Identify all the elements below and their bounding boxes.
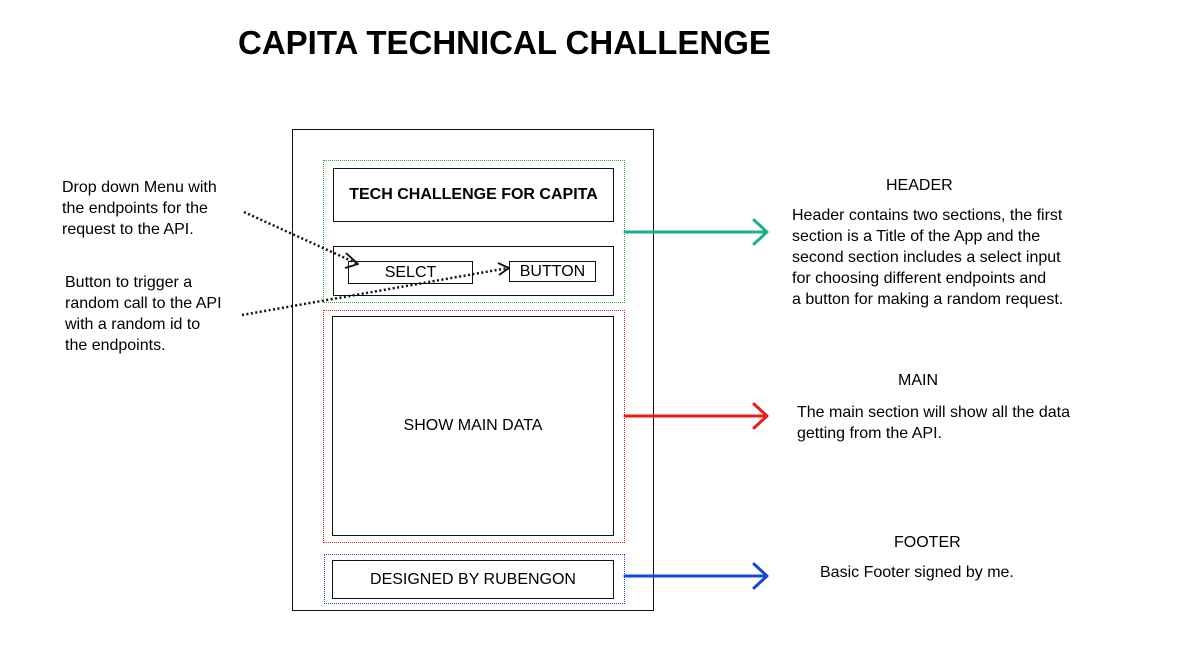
button-note-line: with a random id to: [65, 316, 201, 333]
select-note-line: the endpoints for the: [62, 200, 208, 217]
header-description-line: second section includes a select input: [792, 249, 1061, 266]
footer-description: Basic Footer signed by me.: [820, 562, 1014, 583]
select-note-line: request to the API.: [62, 221, 194, 238]
app-title-text: TECH CHALLENGE FOR CAPITA: [349, 186, 598, 203]
main-data-box: SHOW MAIN DATA: [332, 316, 614, 536]
header-arrow: [623, 218, 769, 246]
button-note-line: Button to trigger a: [65, 274, 193, 291]
app-title-box: TECH CHALLENGE FOR CAPITA: [333, 168, 614, 222]
page-title: CAPITA TECHNICAL CHALLENGE: [238, 24, 771, 61]
random-request-button[interactable]: BUTTON: [509, 261, 596, 282]
select-note-line: Drop down Menu with: [62, 179, 217, 196]
button-pointer-arrow: [241, 262, 510, 317]
select-dropdown[interactable]: SELCT: [348, 261, 473, 284]
select-pointer-arrow: [243, 210, 359, 269]
main-arrow: [623, 402, 769, 430]
button-note-line: the endpoints.: [65, 337, 166, 354]
button-note: Button to trigger a random call to the A…: [65, 272, 222, 356]
select-note: Drop down Menu with the endpoints for th…: [62, 177, 217, 240]
main-description-line: getting from the API.: [797, 425, 942, 442]
select-label: SELCT: [384, 263, 437, 281]
main-description-line: The main section will show all the data: [797, 404, 1071, 421]
header-description-line: a button for making a random request.: [792, 291, 1064, 308]
footer-description-line: Basic Footer signed by me.: [820, 564, 1014, 581]
header-description-line: Header contains two sections, the first: [792, 207, 1063, 224]
main-description: The main section will show all the data …: [797, 402, 1070, 444]
button-label: BUTTON: [519, 262, 586, 280]
header-description: Header contains two sections, the first …: [792, 205, 1063, 310]
button-note-line: random call to the API: [65, 295, 222, 312]
header-heading: HEADER: [886, 177, 953, 194]
header-description-line: for choosing different endpoints and: [792, 270, 1047, 287]
header-description-line: section is a Title of the App and the: [792, 228, 1041, 245]
main-data-label: SHOW MAIN DATA: [403, 417, 543, 434]
main-section-outline: [323, 310, 625, 543]
footer-box: DESIGNED BY RUBENGON: [332, 560, 614, 599]
footer-section-outline: [324, 554, 625, 604]
main-heading: MAIN: [898, 372, 938, 389]
footer-arrow: [623, 562, 769, 590]
footer-heading: FOOTER: [894, 534, 961, 551]
footer-label: DESIGNED BY RUBENGON: [370, 570, 576, 588]
